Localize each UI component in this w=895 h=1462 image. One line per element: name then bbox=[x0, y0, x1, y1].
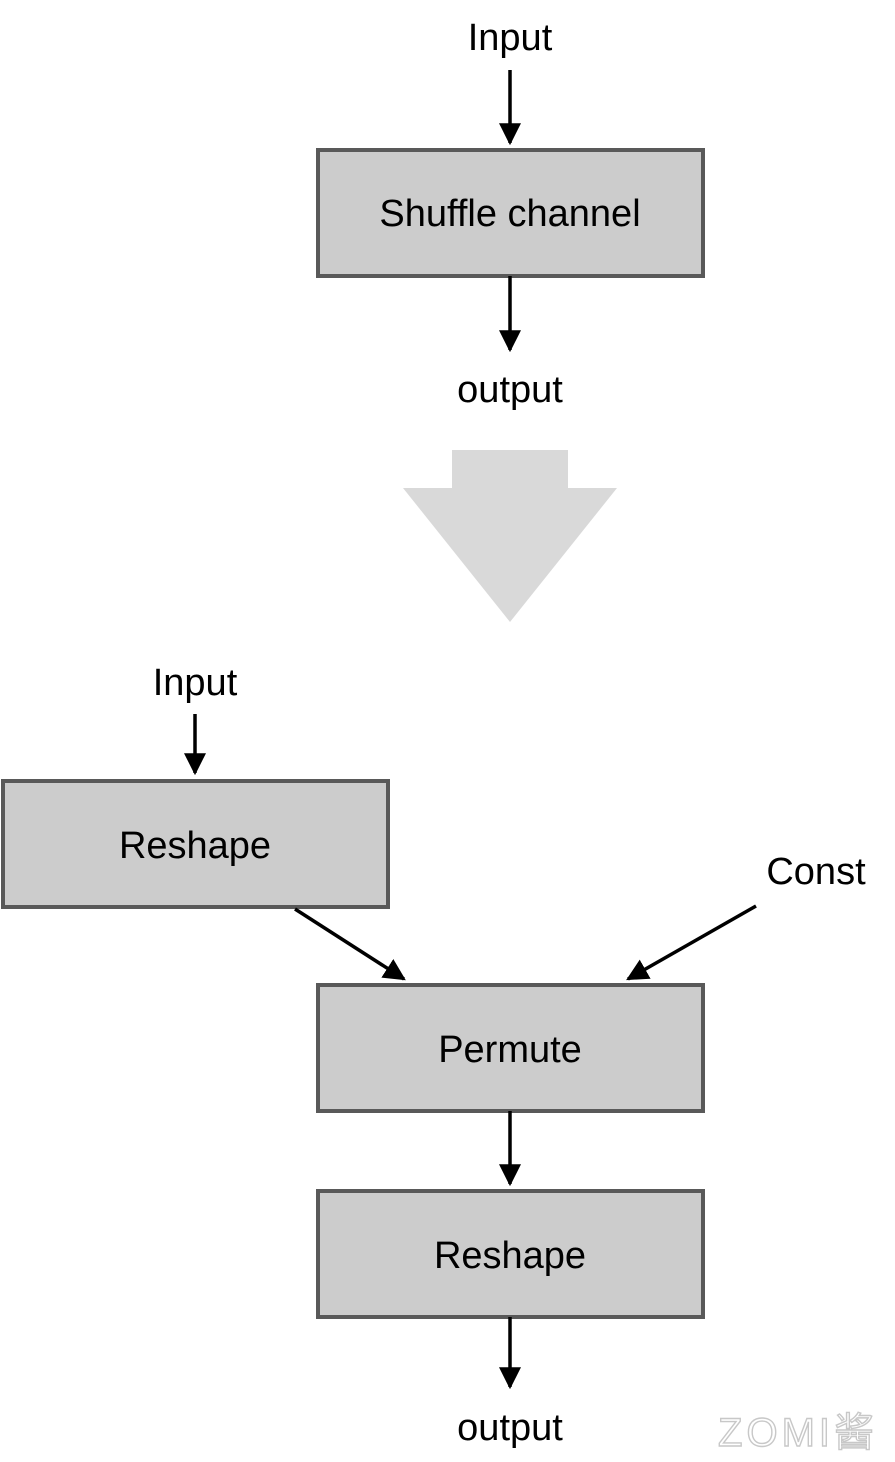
reshape-label-2: Reshape bbox=[434, 1235, 586, 1277]
top-output-label: output bbox=[457, 369, 563, 411]
reshape-box-1 bbox=[1, 779, 390, 909]
shuffle-channel-label: Shuffle channel bbox=[379, 193, 640, 235]
watermark-logo: ZOMI酱 bbox=[718, 1411, 878, 1455]
reshape-node-1[interactable]: Reshape bbox=[1, 779, 390, 909]
bottom-input-label: Input bbox=[153, 662, 238, 704]
shuffle-channel-node[interactable]: Shuffle channel bbox=[316, 148, 705, 278]
bottom-output-label: output bbox=[457, 1407, 563, 1449]
const-to-permute-edge bbox=[626, 904, 757, 981]
top-input-label: Input bbox=[468, 17, 553, 59]
reshape-label-1: Reshape bbox=[119, 825, 271, 867]
transform-down-arrow bbox=[403, 450, 617, 622]
reshape-node-2[interactable]: Reshape bbox=[316, 1189, 705, 1319]
reshape-box-2 bbox=[316, 1189, 705, 1319]
permute-node[interactable]: Permute bbox=[316, 983, 705, 1113]
permute-box bbox=[316, 983, 705, 1113]
permute-label: Permute bbox=[438, 1029, 582, 1071]
reshape-to-permute-edge bbox=[294, 907, 406, 981]
const-label: Const bbox=[766, 851, 866, 893]
